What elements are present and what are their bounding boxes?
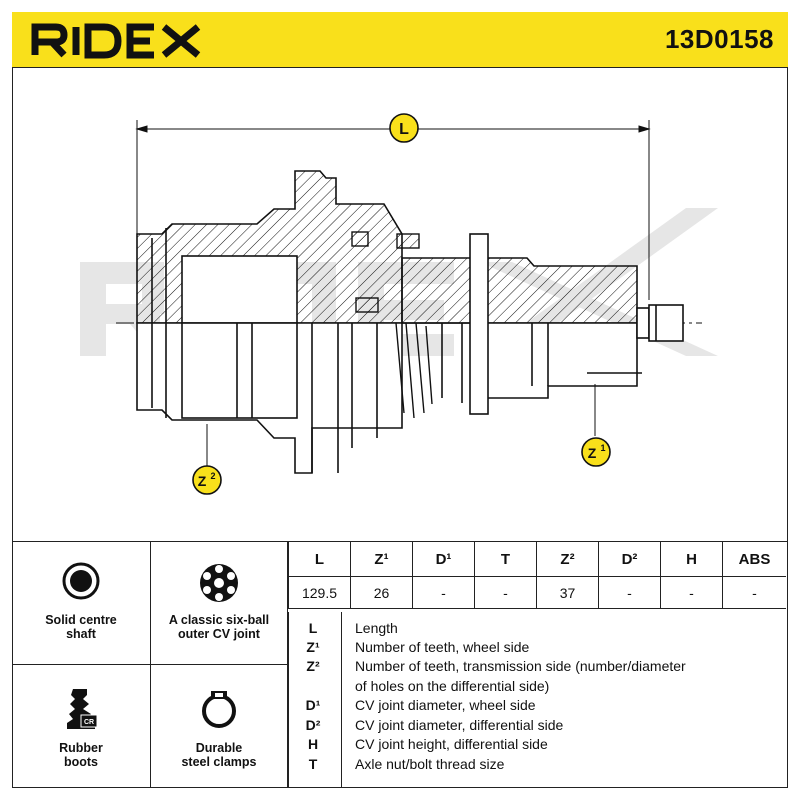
feature-label-line1: A classic six-ball bbox=[168, 613, 270, 627]
legend-description: Number of teeth, wheel side bbox=[355, 639, 530, 655]
svg-text:1: 1 bbox=[600, 443, 605, 453]
spec-header: Z² bbox=[536, 541, 599, 577]
legend-symbol: D¹ bbox=[305, 697, 321, 713]
feature-solid-shaft: Solid centre shaft bbox=[12, 541, 151, 665]
legend-symbol: D² bbox=[305, 717, 321, 733]
legend-divider bbox=[341, 612, 342, 788]
feature-label-line2: shaft bbox=[66, 627, 96, 641]
legend: L Length Z¹ Number of teeth, wheel side … bbox=[288, 612, 788, 788]
spec-value: - bbox=[660, 576, 723, 609]
svg-text:2: 2 bbox=[210, 471, 215, 481]
feature-label-line2: outer CV joint bbox=[178, 627, 260, 641]
feature-label-line2: steel clamps bbox=[181, 755, 257, 769]
spec-header: D² bbox=[598, 541, 661, 577]
legend-description: Length bbox=[355, 620, 398, 636]
spec-header: Z¹ bbox=[350, 541, 413, 577]
six-ball-joint-icon bbox=[200, 564, 238, 602]
dimension-tag-L: L bbox=[389, 113, 419, 143]
legend-description: CV joint diameter, differential side bbox=[355, 717, 564, 733]
rubber-boot-icon: CR bbox=[67, 689, 98, 729]
legend-description: CV joint height, differential side bbox=[355, 736, 548, 752]
svg-text:CR: CR bbox=[84, 719, 94, 726]
spec-value: - bbox=[598, 576, 661, 609]
spec-header: H bbox=[660, 541, 723, 577]
dimension-tag-Z1: Z 1 bbox=[581, 437, 611, 467]
spec-header: L bbox=[288, 541, 351, 577]
feature-label-line1: Durable bbox=[195, 741, 243, 755]
spec-value: 37 bbox=[536, 576, 599, 609]
legend-symbol: L bbox=[308, 620, 318, 636]
svg-text:L: L bbox=[399, 121, 409, 138]
feature-label-line1: Solid centre bbox=[45, 613, 117, 627]
dimension-tag-Z2: Z 2 bbox=[192, 465, 222, 495]
feature-label-line1: Rubber bbox=[59, 741, 103, 755]
feature-steel-clamps: Durable steel clamps bbox=[151, 665, 288, 788]
spec-header: D¹ bbox=[412, 541, 475, 577]
spec-value: - bbox=[722, 576, 786, 609]
spec-table: L Z¹ D¹ T Z² D² H ABS 129.5 26 - - 37 - … bbox=[288, 541, 786, 609]
legend-description: Axle nut/bolt thread size bbox=[355, 756, 505, 772]
feature-six-ball-joint: A classic six-ball outer CV joint bbox=[151, 541, 288, 665]
spec-header-row: L Z¹ D¹ T Z² D² H ABS bbox=[288, 541, 786, 577]
solid-shaft-icon bbox=[62, 562, 100, 600]
header-bar: 13D0158 bbox=[12, 12, 788, 68]
svg-text:Z: Z bbox=[198, 473, 207, 489]
part-number: 13D0158 bbox=[664, 24, 774, 54]
legend-description: Number of teeth, transmission side (numb… bbox=[355, 658, 686, 674]
clamp-icon bbox=[202, 691, 236, 728]
legend-description: of holes on the differential side) bbox=[355, 678, 550, 694]
spec-value-row: 129.5 26 - - 37 - - - bbox=[288, 576, 786, 609]
spec-value: - bbox=[474, 576, 537, 609]
spec-value: 129.5 bbox=[288, 576, 351, 609]
spec-header: ABS bbox=[722, 541, 786, 577]
spec-header: T bbox=[474, 541, 537, 577]
ridex-logo bbox=[31, 23, 201, 59]
svg-text:Z: Z bbox=[588, 445, 597, 461]
cv-joint-drawing: L Z 2 Z 1 bbox=[80, 113, 718, 495]
legend-symbol: Z² bbox=[306, 658, 320, 674]
feature-label-line2: boots bbox=[63, 755, 99, 769]
spec-value: - bbox=[412, 576, 475, 609]
spec-value: 26 bbox=[350, 576, 413, 609]
legend-symbol: Z¹ bbox=[306, 639, 320, 655]
legend-symbol: H bbox=[307, 736, 319, 752]
feature-rubber-boots: CR Rubber boots bbox=[12, 665, 151, 788]
legend-description: CV joint diameter, wheel side bbox=[355, 697, 536, 713]
legend-symbol: T bbox=[308, 756, 318, 772]
